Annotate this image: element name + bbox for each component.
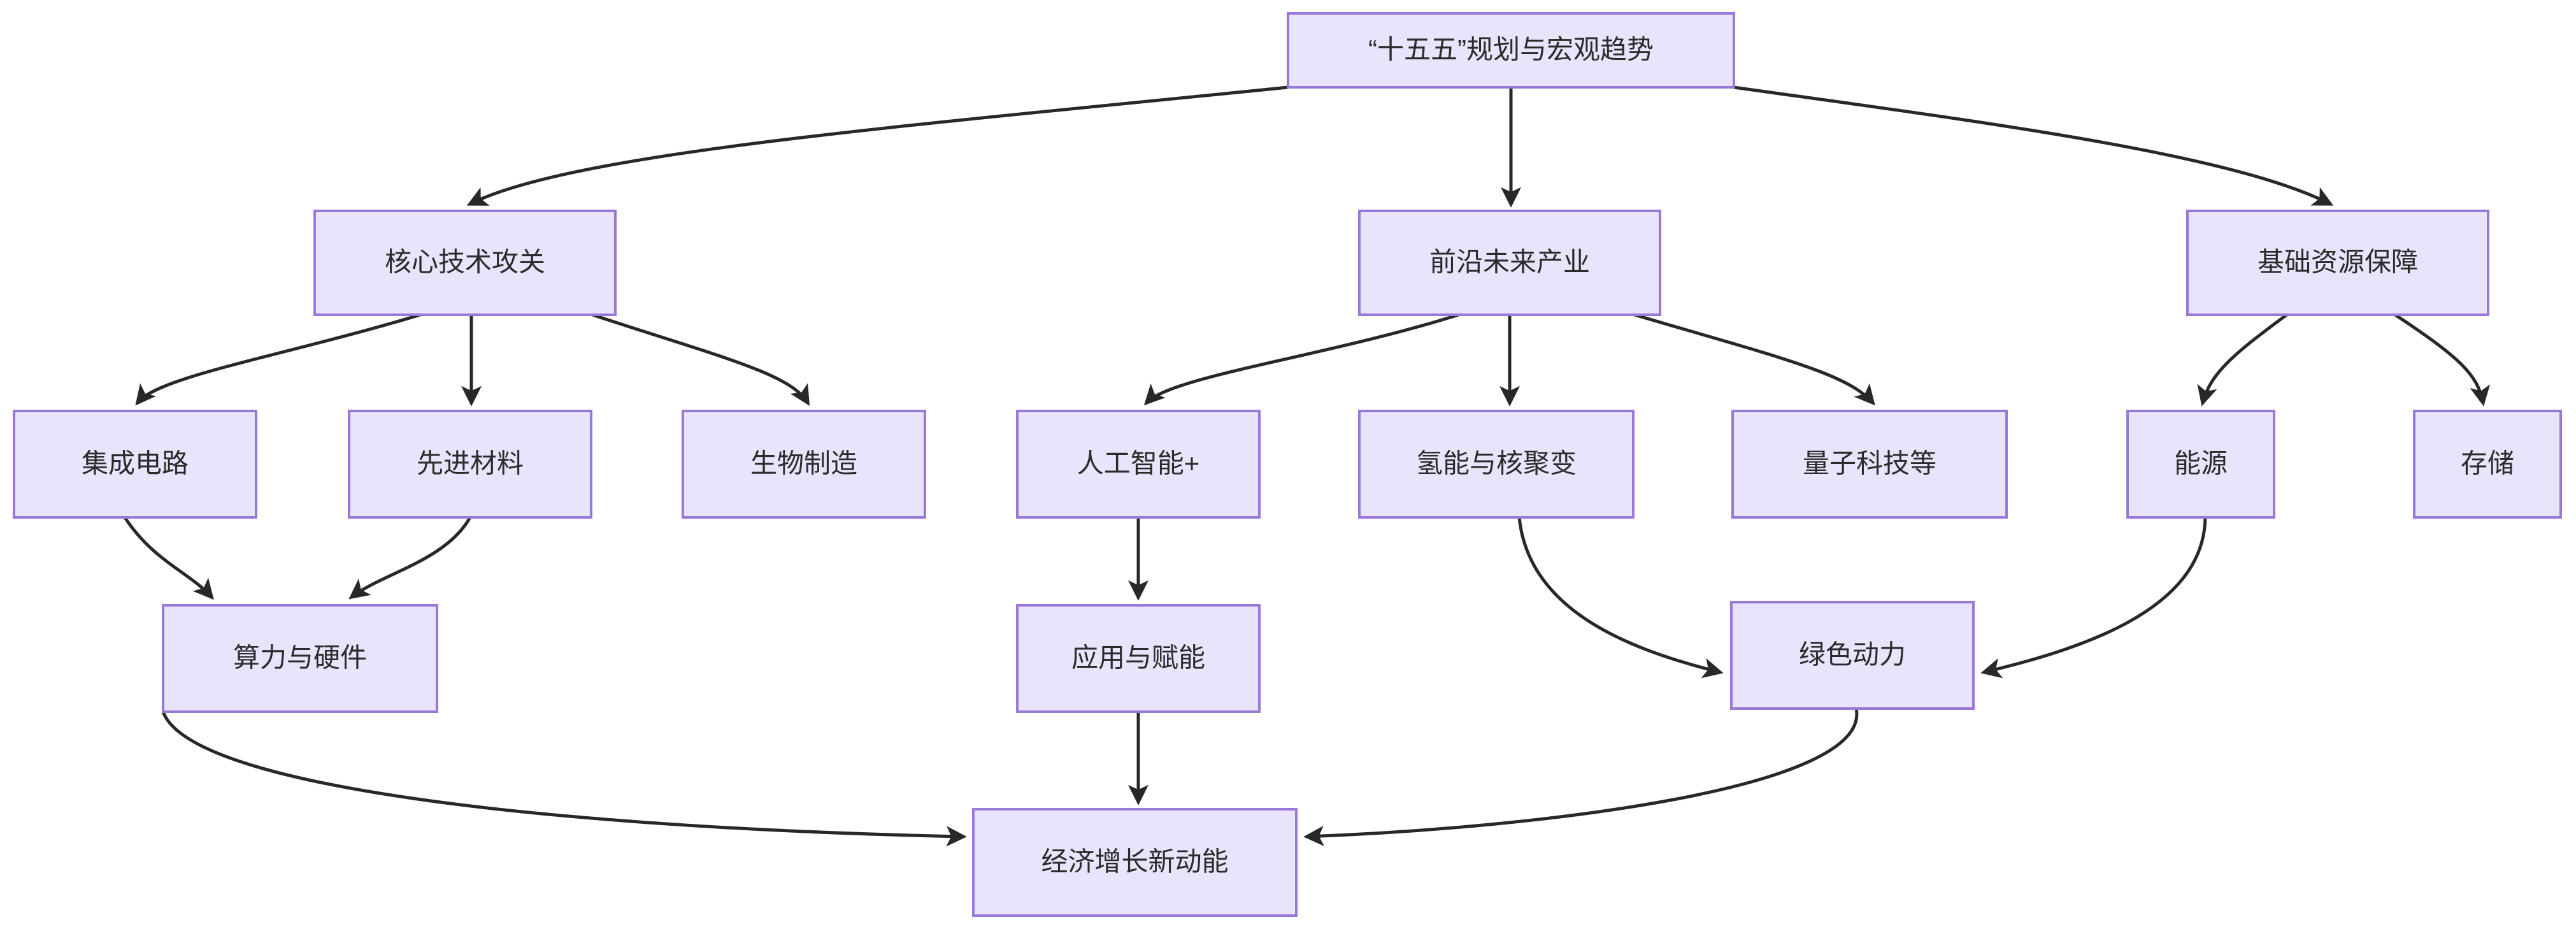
edge-frontier-to-ai	[1143, 313, 1459, 406]
node-box-hydrogen[interactable]	[1358, 410, 1635, 519]
node-label-ai: 人工智能+	[1077, 449, 1200, 479]
node-compute[interactable]: 算力与硬件	[162, 604, 438, 713]
edge-core-to-chip	[135, 313, 421, 406]
edge-material-to-compute	[348, 516, 472, 600]
node-material[interactable]: 先进材料	[348, 410, 592, 519]
node-box-storage[interactable]	[2413, 410, 2562, 519]
edge-frontier-to-quantum	[1634, 313, 1875, 406]
node-box-resource[interactable]	[2186, 210, 2489, 316]
node-label-compute: 算力与硬件	[233, 643, 367, 673]
node-box-energy[interactable]	[2126, 410, 2275, 519]
node-growth[interactable]: 经济增长新动能	[972, 808, 1298, 917]
node-label-chip: 集成电路	[82, 449, 189, 479]
node-label-apply: 应用与赋能	[1071, 643, 1205, 673]
node-apply[interactable]: 应用与赋能	[1016, 604, 1261, 713]
node-label-material: 先进材料	[417, 449, 524, 479]
node-bio[interactable]: 生物制造	[682, 410, 926, 519]
node-root[interactable]: “十五五”规划与宏观趋势	[1287, 12, 1735, 89]
node-box-quantum[interactable]	[1731, 410, 2008, 519]
node-label-hydrogen: 氢能与核聚变	[1416, 449, 1577, 479]
edges-layer	[123, 85, 2491, 847]
node-label-resource: 基础资源保障	[2258, 247, 2418, 277]
node-box-ai[interactable]	[1016, 410, 1261, 519]
edge-resource-to-storage	[2394, 313, 2491, 407]
node-box-root[interactable]	[1287, 12, 1735, 89]
edge-root-to-resource	[1733, 85, 2334, 206]
node-box-bio[interactable]	[682, 410, 926, 519]
node-resource[interactable]: 基础资源保障	[2186, 210, 2489, 316]
edge-root-to-core	[466, 85, 1289, 206]
node-quantum[interactable]: 量子科技等	[1731, 410, 2008, 519]
node-box-growth[interactable]	[972, 808, 1298, 917]
node-hydrogen[interactable]: 氢能与核聚变	[1358, 410, 1635, 519]
node-frontier[interactable]: 前沿未来产业	[1358, 210, 1661, 316]
node-chip[interactable]: 集成电路	[13, 410, 257, 519]
node-box-material[interactable]	[348, 410, 592, 519]
edge-green-to-growth	[1303, 708, 1859, 847]
node-box-frontier[interactable]	[1358, 210, 1661, 316]
edge-resource-to-energy	[2197, 313, 2288, 407]
node-ai[interactable]: 人工智能+	[1016, 410, 1261, 519]
node-storage[interactable]: 存储	[2413, 410, 2562, 519]
node-label-bio: 生物制造	[750, 449, 857, 479]
node-core[interactable]: 核心技术攻关	[313, 210, 617, 316]
node-label-storage: 存储	[2461, 449, 2514, 479]
edge-energy-to-green	[1980, 517, 2207, 679]
node-box-apply[interactable]	[1016, 604, 1261, 713]
node-box-compute[interactable]	[162, 604, 438, 713]
node-label-energy: 能源	[2174, 449, 2228, 479]
node-label-core: 核心技术攻关	[385, 247, 545, 277]
node-box-green[interactable]	[1730, 601, 1975, 710]
node-energy[interactable]: 能源	[2126, 410, 2275, 519]
node-label-green: 绿色动力	[1799, 640, 1906, 670]
node-label-frontier: 前沿未来产业	[1429, 247, 1590, 277]
node-label-growth: 经济增长新动能	[1041, 847, 1228, 877]
node-green[interactable]: 绿色动力	[1730, 601, 1975, 710]
edge-core-to-bio	[592, 313, 810, 406]
edge-chip-to-compute	[123, 516, 214, 600]
edge-hydrogen-to-green	[1517, 517, 1724, 679]
node-label-root: “十五五”规划与宏观趋势	[1368, 34, 1654, 64]
node-box-chip[interactable]	[13, 410, 257, 519]
edge-compute-to-growth	[161, 711, 967, 847]
node-label-quantum: 量子科技等	[1803, 449, 1936, 479]
node-box-core[interactable]	[313, 210, 617, 316]
